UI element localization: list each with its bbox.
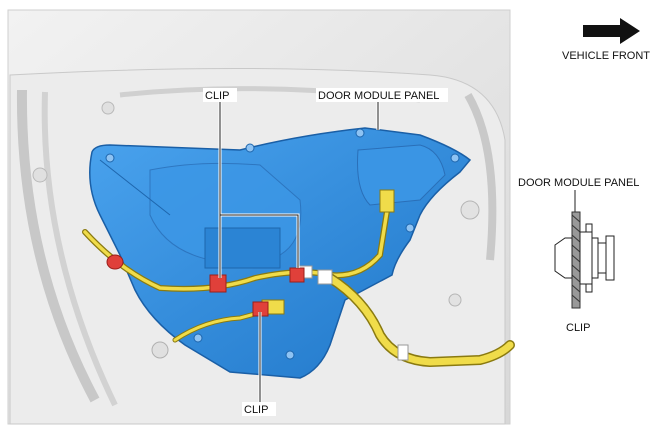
arrow-right-icon [583, 18, 640, 44]
clip-detail-drawing [554, 190, 615, 309]
detail-clip-label: CLIP [566, 322, 590, 334]
detail-panel-label: DOOR MODULE PANEL [518, 177, 639, 189]
vehicle-front-label: VEHICLE FRONT [562, 50, 650, 62]
door-module-panel-label: DOOR MODULE PANEL [318, 90, 439, 102]
door-module-panel [89, 127, 472, 379]
leader-lines-dark [219, 100, 379, 405]
wire-harness [82, 189, 515, 368]
clip-label-top: CLIP [205, 90, 229, 102]
clip-label-bottom: CLIP [244, 404, 268, 416]
